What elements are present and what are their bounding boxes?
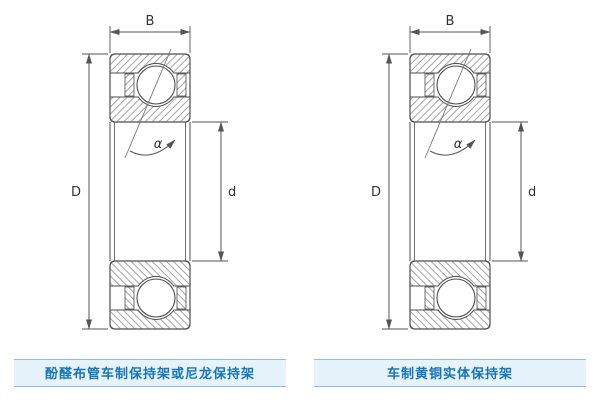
dim-label-width: B xyxy=(146,14,155,29)
dimension-outer-diameter-D: D xyxy=(371,53,408,330)
contact-angle-arc xyxy=(129,139,176,156)
dimension-bore-diameter-d: d xyxy=(192,121,236,262)
contact-angle-line xyxy=(124,48,172,159)
bearing-figure-left: B D d α 酚醛布管车制保持架或尼龙保持架 xyxy=(9,12,291,400)
bearing-figure-right: B D d α 车制黄铜实体保持架 xyxy=(309,12,591,400)
dim-label-outer-diameter: D xyxy=(71,185,81,200)
dim-label-bore-diameter: d xyxy=(228,185,236,200)
dim-label-contact-angle: α xyxy=(154,137,163,152)
contact-angle-annotation: α xyxy=(424,48,476,159)
dim-label-width: B xyxy=(446,14,455,29)
bearing-drawing xyxy=(110,54,190,329)
caption-bar: 车制黄铜实体保持架 xyxy=(314,359,586,387)
dimension-width-B: B xyxy=(409,14,491,53)
contact-angle-line xyxy=(424,48,472,159)
bearing-cross-section: B D d α xyxy=(71,14,236,330)
contact-angle-annotation: α xyxy=(124,48,176,159)
bearing-cross-section: B D d α xyxy=(371,14,536,330)
contact-angle-arc xyxy=(429,139,476,156)
dimension-outer-diameter-D: D xyxy=(71,53,108,330)
dim-label-contact-angle: α xyxy=(454,137,463,152)
caption-text: 车制黄铜实体保持架 xyxy=(386,367,513,382)
dimension-bore-diameter-d: d xyxy=(492,121,536,262)
dim-label-bore-diameter: d xyxy=(528,185,536,200)
caption-text: 酚醛布管车制保持架或尼龙保持架 xyxy=(44,367,255,382)
dim-label-outer-diameter: D xyxy=(371,185,381,200)
bearing-drawing xyxy=(410,54,490,329)
caption-bar: 酚醛布管车制保持架或尼龙保持架 xyxy=(14,359,286,387)
dimension-width-B: B xyxy=(109,14,191,53)
